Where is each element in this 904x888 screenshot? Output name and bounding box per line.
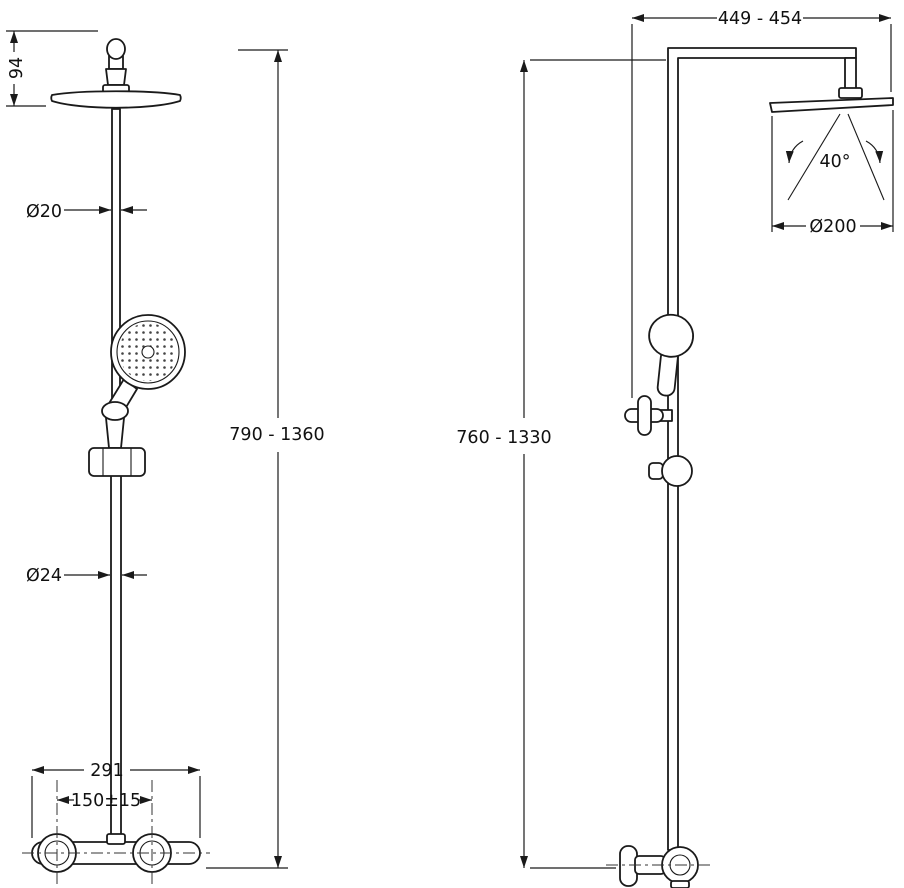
front-view: 94 Ø20 Ø24 790 - 1360 291	[6, 30, 325, 886]
dim-lower-pipe-label: Ø24	[26, 566, 62, 586]
hand-shower-front	[88, 314, 186, 477]
dimension-side-height-range: 760 - 1330	[456, 59, 666, 869]
dimension-lower-pipe-diameter: Ø24	[26, 566, 147, 586]
slider-bracket-front	[88, 447, 146, 477]
hand-shower-side	[648, 313, 694, 397]
overhead-shower-side: 40°	[769, 97, 894, 201]
dimension-head-diameter: Ø200	[771, 110, 894, 237]
mixer-valve-front	[22, 780, 210, 886]
dimension-reach-range: 449 - 454	[631, 9, 892, 398]
dim-upper-pipe-label: Ø20	[26, 202, 62, 222]
dim-spray-angle-label: 40°	[819, 152, 850, 172]
dimension-upper-pipe-diameter: Ø20	[26, 202, 147, 222]
side-view: 40°	[456, 9, 894, 888]
dim-inlet-spacing-label: 150±15	[71, 791, 141, 811]
dim-front-height-label: 790 - 1360	[229, 425, 324, 445]
dim-head-diameter-label: Ø200	[809, 217, 856, 237]
mixer-valve-side	[606, 845, 714, 888]
spray-cone-right-line	[847, 113, 885, 201]
spray-cone-left-line	[787, 113, 841, 201]
dim-head-height-label: 94	[7, 57, 27, 79]
overhead-shower-front	[50, 38, 182, 109]
spray-angle-right-arrow	[865, 140, 884, 164]
dimension-valve-width: 291	[31, 761, 201, 838]
spray-angle-left-arrow	[785, 140, 804, 164]
slider-knob-side	[648, 455, 693, 487]
dim-valve-width-label: 291	[90, 761, 123, 781]
dimension-head-height: 94	[6, 30, 98, 107]
dimension-front-height-range: 790 - 1360	[206, 49, 325, 869]
wall-bracket-knob-side	[624, 395, 673, 436]
dimension-inlet-spacing: 150±15	[57, 791, 152, 811]
dim-reach-label: 449 - 454	[718, 9, 802, 29]
dim-side-height-label: 760 - 1330	[456, 428, 551, 448]
